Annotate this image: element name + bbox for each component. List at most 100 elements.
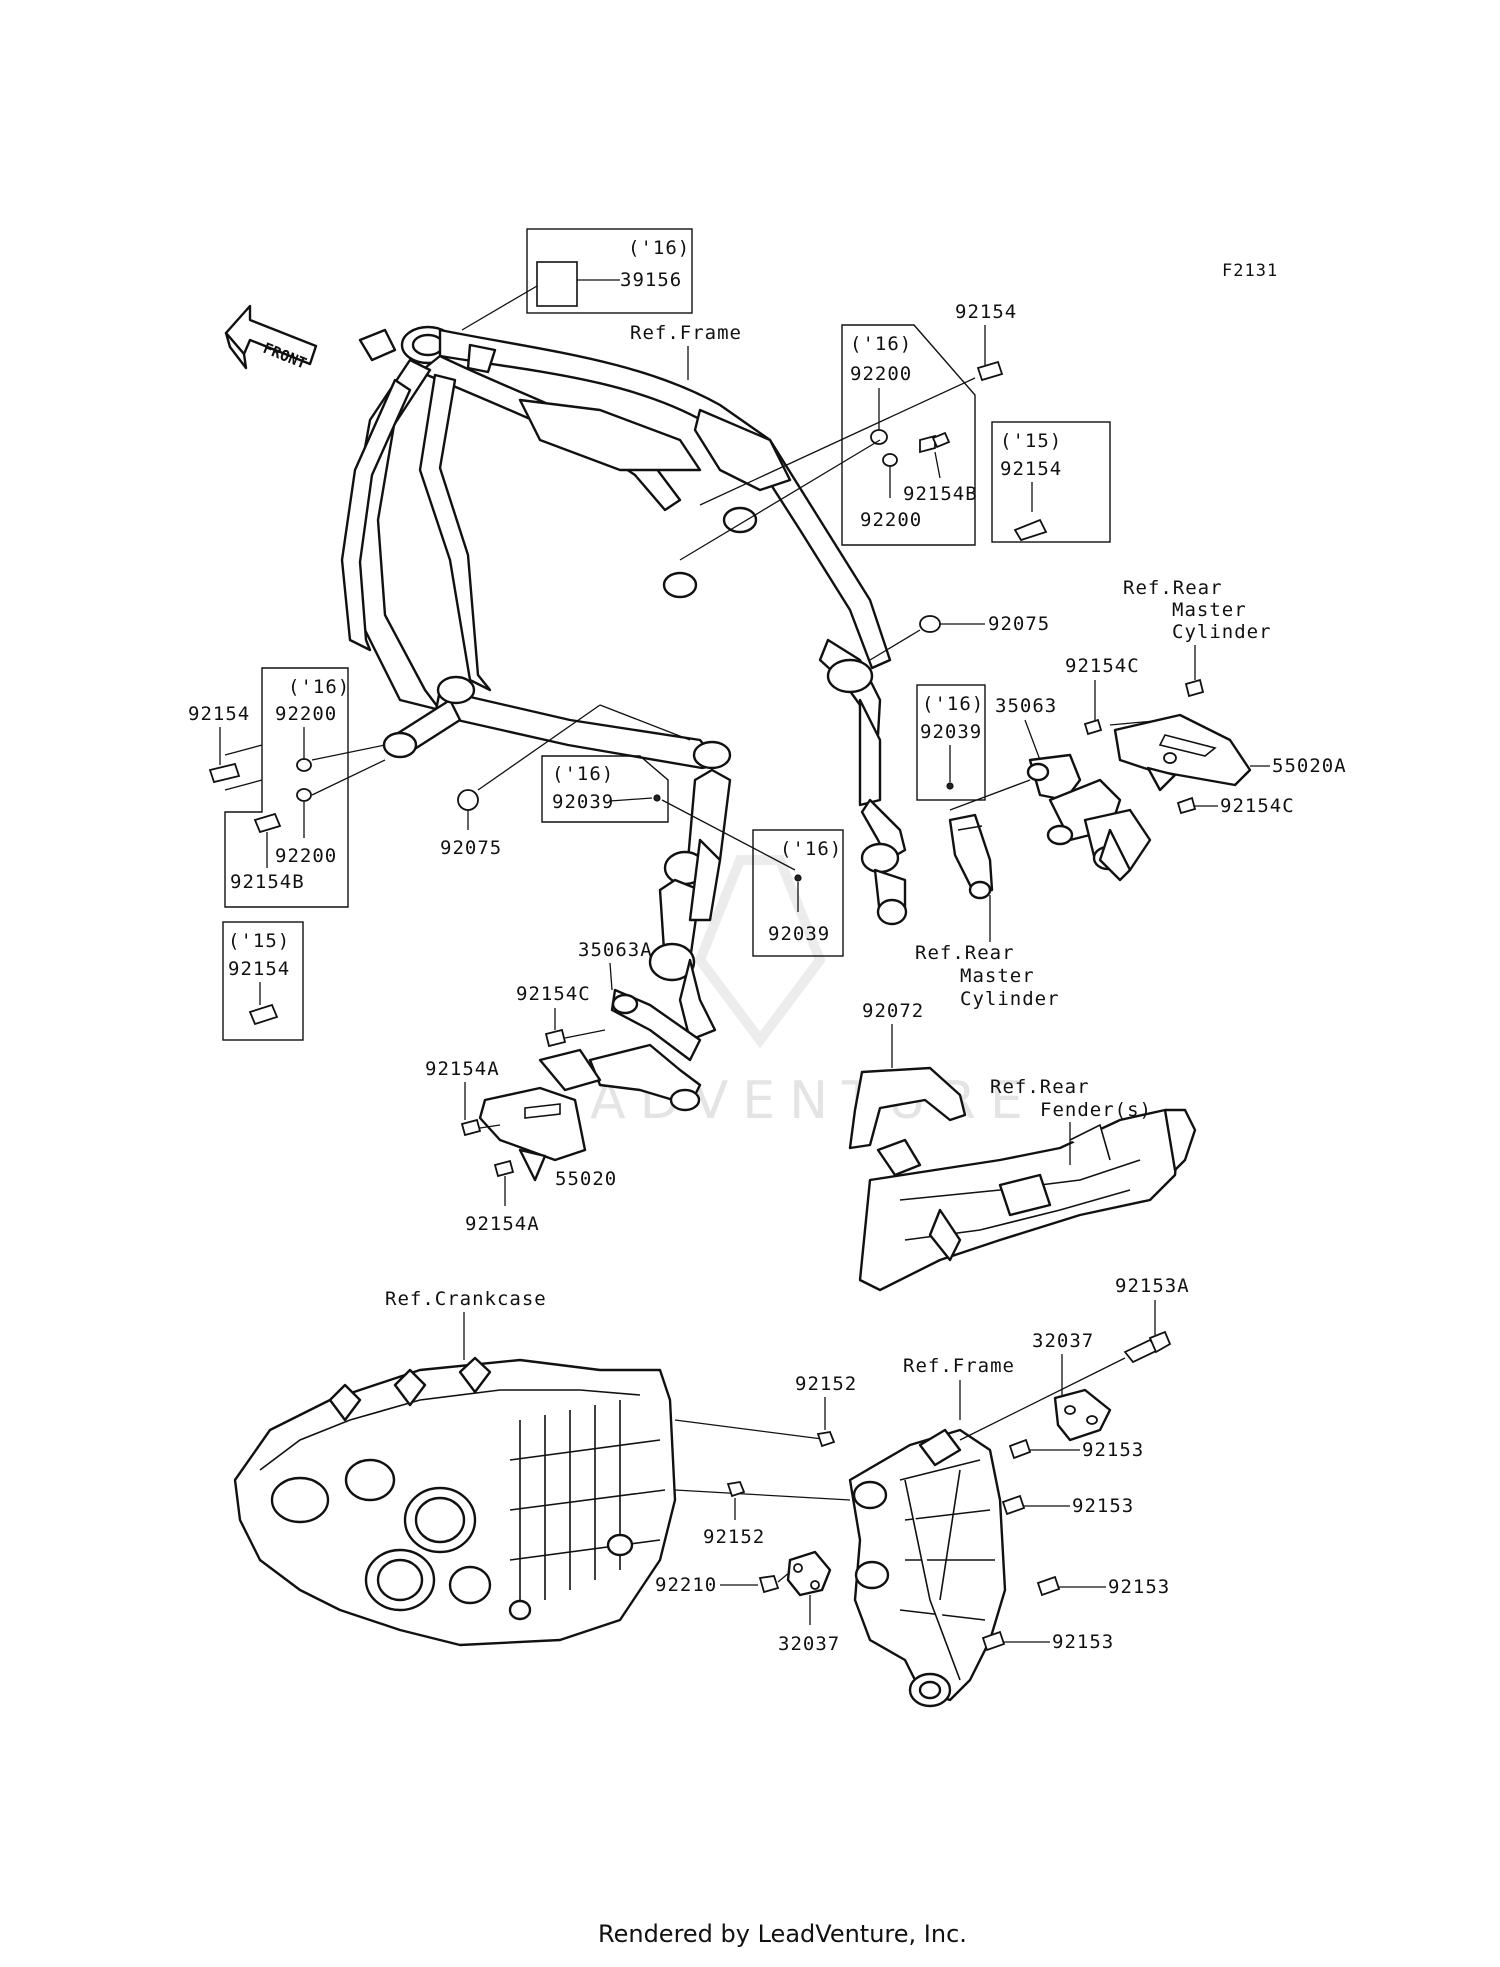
bolt-icon bbox=[1083, 718, 1103, 736]
part-label-92200: 92200 bbox=[275, 845, 337, 867]
bolt-icon bbox=[493, 1159, 515, 1178]
right-footpeg-bracket-drawing bbox=[1026, 713, 1252, 882]
engine-mount-bracket-drawing bbox=[848, 1428, 1007, 1708]
ref-crankcase: Ref.Crankcase bbox=[385, 1288, 547, 1310]
callout-92200-left-group: ('16) 92200 92200 92154B bbox=[224, 667, 350, 908]
part-label-92072: 92072 bbox=[862, 1000, 924, 1022]
svg-text:Ref.Rear: Ref.Rear bbox=[1123, 577, 1223, 599]
year-tag: ('16) bbox=[628, 237, 690, 259]
bolt-icon bbox=[1008, 1438, 1032, 1460]
svg-text:Master: Master bbox=[1172, 599, 1247, 621]
part-label-55020: 55020 bbox=[555, 1168, 617, 1190]
part-label-92154: 92154 bbox=[1000, 458, 1062, 480]
year-tag: ('16) bbox=[288, 676, 350, 698]
part-label-92154A: 92154A bbox=[465, 1213, 540, 1235]
bolt-92153-1: 92153 bbox=[1008, 1438, 1144, 1461]
svg-text:Ref.Rear: Ref.Rear bbox=[915, 942, 1015, 964]
bolt-92153-3: 92153 bbox=[1036, 1575, 1170, 1598]
part-label-39156: 39156 bbox=[620, 269, 682, 291]
part-label-92152: 92152 bbox=[795, 1373, 857, 1395]
plate-icon bbox=[1053, 1388, 1112, 1442]
bolt-icon bbox=[460, 1118, 482, 1137]
svg-text:Cylinder: Cylinder bbox=[960, 988, 1060, 1010]
part-label-92153: 92153 bbox=[1082, 1439, 1144, 1461]
nut-icon bbox=[758, 1575, 780, 1594]
callout-box-92154-right bbox=[991, 421, 1111, 543]
rear-fender-drawing bbox=[848, 1066, 1197, 1292]
callout-39156-group: ('16) 39156 bbox=[461, 228, 693, 331]
bolt-icon bbox=[1176, 796, 1197, 815]
bolt-icon bbox=[544, 1028, 567, 1048]
part-label-92039: 92039 bbox=[768, 923, 830, 945]
part-label-92154: 92154 bbox=[955, 301, 1017, 323]
part-label-92153: 92153 bbox=[1108, 1576, 1170, 1598]
callout-box-92200-right bbox=[841, 324, 976, 546]
svg-text:Ref.Rear: Ref.Rear bbox=[990, 1076, 1090, 1098]
bolt-icon bbox=[1036, 1575, 1061, 1597]
callout-92154-right-15-group: ('15) 92154 bbox=[991, 421, 1111, 543]
part-label-92154C: 92154C bbox=[1220, 795, 1295, 817]
washer-icon bbox=[919, 615, 941, 633]
main-frame-drawing bbox=[340, 325, 908, 1042]
year-tag: ('15) bbox=[1000, 430, 1062, 452]
part-label-92200: 92200 bbox=[275, 703, 337, 725]
bolt-icon bbox=[976, 360, 1004, 382]
part-label-32037: 32037 bbox=[778, 1633, 840, 1655]
nut-icon bbox=[816, 1430, 836, 1448]
year-tag: ('16) bbox=[850, 333, 912, 355]
washer-icon bbox=[457, 789, 479, 811]
callout-box-92154-left bbox=[222, 921, 304, 1041]
part-label-92210: 92210 bbox=[655, 1574, 717, 1596]
part-label-92153: 92153 bbox=[1052, 1631, 1114, 1653]
crankcase-drawing bbox=[233, 1356, 677, 1647]
plate-icon bbox=[786, 1550, 832, 1597]
part-label-92200: 92200 bbox=[860, 509, 922, 531]
part-label-92154C: 92154C bbox=[516, 983, 591, 1005]
svg-text:Fender(s): Fender(s) bbox=[1040, 1099, 1152, 1121]
ref-rear-master-cylinder-bottom: Ref.Rear Master Cylinder bbox=[915, 942, 1060, 1010]
part-label-92154A: 92154A bbox=[425, 1058, 500, 1080]
part-label-92154B: 92154B bbox=[903, 483, 978, 505]
part-label-92154C: 92154C bbox=[1065, 655, 1140, 677]
part-label-92154: 92154 bbox=[188, 703, 250, 725]
part-label-92154B: 92154B bbox=[230, 871, 305, 893]
callout-92039-left-group: ('16) 92039 bbox=[541, 755, 669, 823]
ref-frame-bottom: Ref.Frame bbox=[903, 1355, 1015, 1377]
footer-credit: Rendered by LeadVenture, Inc. bbox=[598, 1920, 967, 1948]
bolt-icon bbox=[919, 431, 951, 454]
ref-rear-fender: Ref.Rear Fender(s) bbox=[990, 1076, 1152, 1121]
part-label-32037: 32037 bbox=[1032, 1330, 1094, 1352]
bolt-icon bbox=[1184, 678, 1205, 698]
year-tag: ('16) bbox=[552, 763, 614, 785]
year-tag: ('16) bbox=[922, 693, 984, 715]
rear-master-cylinder-drawing bbox=[948, 813, 994, 900]
part-label-55020A: 55020A bbox=[1272, 755, 1347, 777]
part-label-92152: 92152 bbox=[703, 1526, 765, 1548]
part-label-92075: 92075 bbox=[440, 837, 502, 859]
svg-text:Master: Master bbox=[960, 965, 1035, 987]
part-label-35063A: 35063A bbox=[578, 939, 653, 961]
part-label-92154: 92154 bbox=[228, 958, 290, 980]
bolt-icon bbox=[248, 1003, 279, 1026]
part-label-35063: 35063 bbox=[995, 695, 1057, 717]
callout-92200-right-group: ('16) 92200 92200 92154B bbox=[841, 324, 978, 546]
callout-box-92039-left bbox=[541, 755, 669, 823]
callout-box-92039-mid bbox=[752, 829, 844, 957]
year-tag: ('15) bbox=[228, 930, 290, 952]
figure-code: F2131 bbox=[1222, 261, 1278, 281]
bolt-92153-4: 92153 bbox=[981, 1630, 1114, 1653]
bolt-92153-2: 92153 bbox=[1001, 1494, 1134, 1517]
ref-rear-master-cylinder-top: Ref.Rear Master Cylinder bbox=[1123, 577, 1271, 643]
left-footpeg-bracket-drawing bbox=[478, 988, 702, 1182]
part-label-92075: 92075 bbox=[988, 613, 1050, 635]
callout-box-92039-right bbox=[916, 684, 986, 801]
bolt-icon bbox=[981, 1630, 1006, 1652]
callout-box-39156 bbox=[526, 228, 693, 314]
bolt-icon bbox=[253, 812, 282, 834]
part-label-92153: 92153 bbox=[1072, 1495, 1134, 1517]
part-label-92153A: 92153A bbox=[1115, 1275, 1190, 1297]
year-tag: ('16) bbox=[780, 838, 842, 860]
callout-92039-mid-group: ('16) 92039 bbox=[752, 829, 844, 957]
